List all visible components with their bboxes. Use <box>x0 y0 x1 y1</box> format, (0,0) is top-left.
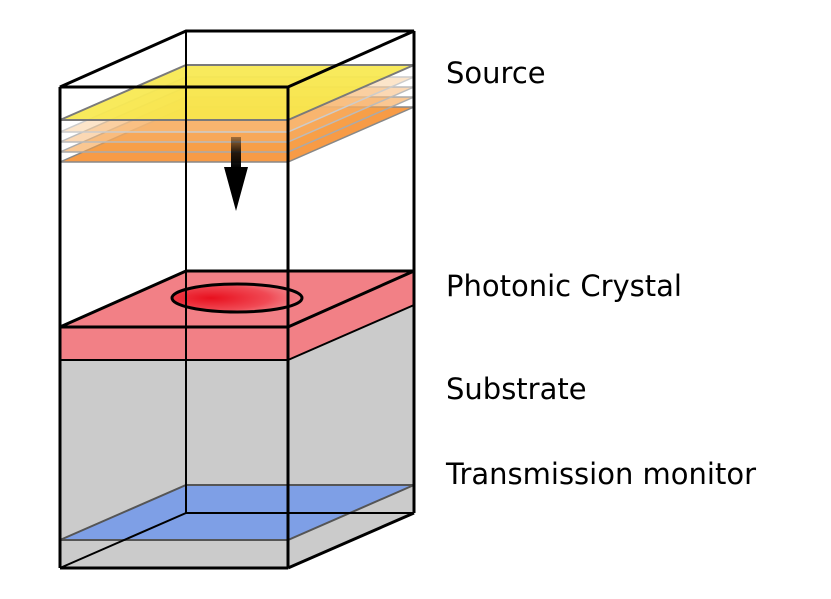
source-planes <box>59 64 415 163</box>
down-arrow-icon <box>224 137 248 211</box>
source-label: Source <box>446 56 546 90</box>
box-wireframe <box>58 29 416 570</box>
substrate-label: Substrate <box>446 372 587 406</box>
photonic-crystal-label: Photonic Crystal <box>446 269 682 303</box>
transmission-monitor-label: Transmission monitor <box>446 457 757 491</box>
crystal-defect-cavity <box>170 282 304 314</box>
